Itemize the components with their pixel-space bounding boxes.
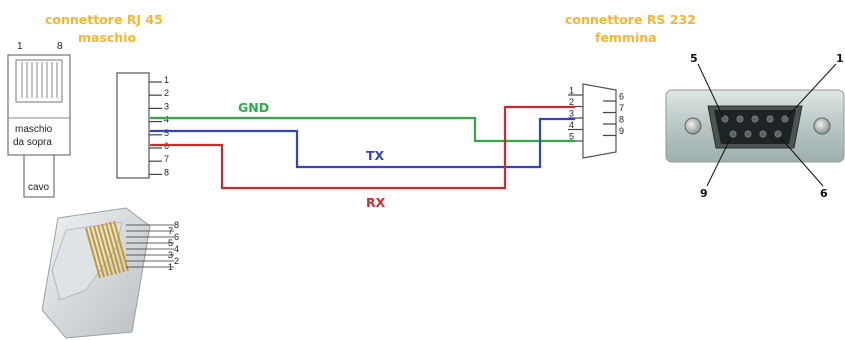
db9-label-6: 6 <box>820 187 828 200</box>
rj45-pin-label: 2 <box>164 88 169 98</box>
rs232-title-line1: connettore RS 232 <box>565 12 696 27</box>
rj45-schematic-body <box>116 72 150 179</box>
db9-right-pin-label: 8 <box>619 115 624 125</box>
rj45-title-line1: connettore RJ 45 <box>45 12 163 27</box>
db9-label-5: 5 <box>690 52 698 65</box>
wire-gnd <box>150 116 575 143</box>
rj45-photo-pin-label: 1 <box>168 262 173 272</box>
rj45-pin-label: 5 <box>164 128 169 138</box>
rj45-top-cable <box>23 154 55 198</box>
rj45-top-pin-first: 1 <box>17 41 23 52</box>
db9-right-pin-label: 9 <box>619 126 624 136</box>
rj45-photo-pin-label: 3 <box>168 250 173 260</box>
db9-right-pin-label: 6 <box>619 92 624 102</box>
rj45-pin-label: 8 <box>164 167 169 177</box>
rj45-photo-pin-label: 4 <box>174 244 179 254</box>
db9-left-pin-label: 5 <box>569 132 574 142</box>
rj45-photo-pin-label: 5 <box>168 238 173 248</box>
rj45-photo-pin-label: 6 <box>174 232 179 242</box>
db9-right-screw <box>813 117 831 135</box>
wire-label-tx: TX <box>366 148 385 163</box>
rj45-top-label-line2: da sopra <box>13 137 52 148</box>
wire-label-gnd: GND <box>238 100 269 115</box>
wire-rx <box>150 105 575 190</box>
db9-schematic: 12 34 5 67 89 <box>568 83 624 159</box>
db9-left-pin-label: 1 <box>569 86 574 96</box>
db9-right-pin-label: 7 <box>619 103 624 113</box>
db9-left-pin-label: 2 <box>569 97 574 107</box>
db9-face <box>714 110 796 144</box>
db9-left-pin-label: 4 <box>569 120 574 130</box>
rj45-photo-pin-label: 2 <box>174 256 179 266</box>
db9-left-screw <box>684 117 702 135</box>
rj45-top-cable-label: cavo <box>28 182 50 193</box>
rj45-pin-label: 3 <box>164 101 169 111</box>
rj45-top-pin-last: 8 <box>57 41 63 52</box>
rj45-pin-label: 4 <box>164 115 169 125</box>
rj45-photo-pin-label: 8 <box>174 220 179 230</box>
rj45-pin-label: 1 <box>164 75 169 85</box>
rj45-pin-label: 7 <box>164 154 169 164</box>
wire-label-rx: RX <box>366 195 386 210</box>
rj45-photo-pin-label: 7 <box>168 226 173 236</box>
rs232-title-line2: femmina <box>595 30 657 45</box>
rj45-top-label-line1: maschio <box>15 124 53 135</box>
rj45-top-contact-area <box>15 59 63 103</box>
db9-left-pin-label: 3 <box>569 109 574 119</box>
wires <box>150 105 575 190</box>
db9-label-1: 1 <box>836 52 844 65</box>
db9-schematic-body <box>582 83 617 159</box>
db9-label-9: 9 <box>700 187 708 200</box>
rj45-top-view: 1 8 maschio da sopra cavo <box>7 41 71 198</box>
db9-connector-image: 5 1 9 6 <box>665 52 845 200</box>
rj45-title-line2: maschio <box>78 30 136 45</box>
wire-tx <box>150 117 575 169</box>
